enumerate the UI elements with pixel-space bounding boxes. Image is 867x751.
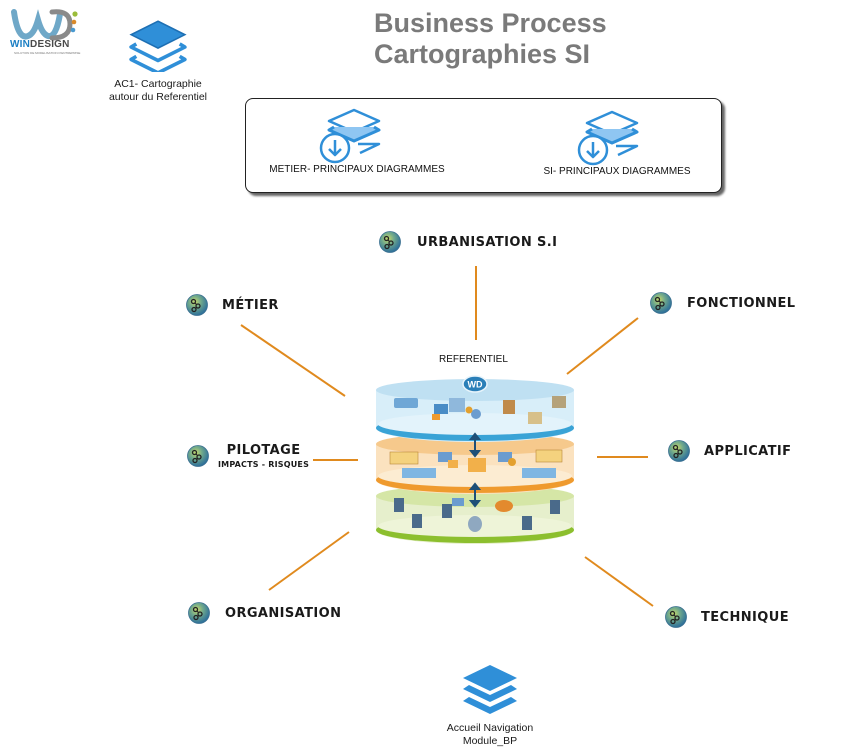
process-nodes-icon (186, 294, 208, 316)
title-line-2: Cartographies SI (374, 39, 591, 69)
referentiel-layer-top (376, 379, 574, 442)
layers-download-icon (318, 108, 384, 164)
windesign-logo-icon (11, 9, 78, 41)
referentiel-arrows (468, 432, 482, 508)
accueil-navigation-link[interactable]: Accueil Navigation Module_BP (430, 662, 550, 748)
node-pilotage-sublabel: IMPACTS - RISQUES (218, 460, 310, 469)
node-pilotage[interactable]: PILOTAGE IMPACTS - RISQUES (187, 443, 309, 469)
ac1-caption-line2: autour du Referentiel (108, 91, 208, 103)
referentiel-icons-middle (389, 449, 563, 478)
connector-fonctionnel (566, 317, 639, 375)
node-fonctionnel-label: FONCTIONNEL (687, 295, 796, 311)
node-applicatif-label: APPLICATIF (704, 443, 792, 459)
node-applicatif[interactable]: APPLICATIF (668, 440, 791, 462)
process-nodes-icon (187, 445, 209, 467)
process-nodes-icon (188, 602, 210, 624)
node-fonctionnel[interactable]: FONCTIONNEL (650, 292, 795, 314)
ac1-cartographie-link[interactable]: AC1- Cartographie autour du Referentiel (98, 18, 218, 104)
metier-diagrams-link[interactable]: METIER- PRINCIPAUX DIAGRAMMES (262, 108, 452, 175)
referentiel-stack-image[interactable]: WD (372, 368, 578, 546)
referentiel-icons-bottom (394, 498, 560, 532)
node-organisation-label: ORGANISATION (225, 605, 342, 621)
layers-download-icon (576, 110, 642, 166)
node-urbanisation-label: URBANISATION S.I (417, 234, 558, 250)
node-metier[interactable]: MÉTIER (186, 294, 279, 316)
title-line-1: Business Process (374, 8, 607, 38)
node-metier-label: MÉTIER (222, 297, 279, 313)
ac1-caption-line1: AC1- Cartographie (114, 78, 202, 90)
windesign-logo (8, 6, 80, 58)
process-nodes-icon (379, 231, 401, 253)
layers-icon (460, 662, 520, 716)
diagrams-panel (245, 98, 722, 193)
connector-metier (240, 324, 346, 397)
process-nodes-icon (668, 440, 690, 462)
connector-technique (584, 556, 654, 607)
si-diagrams-label: SI- PRINCIPAUX DIAGRAMMES (543, 166, 691, 177)
logo-brand-text: WINDESIGN (10, 39, 70, 50)
logo-tagline: SOLUTION DE MODELISATION D'ENTREPRISE (14, 51, 81, 55)
node-pilotage-label: PILOTAGE (226, 443, 301, 458)
referentiel-icons-top (394, 396, 566, 424)
process-nodes-icon (650, 292, 672, 314)
si-diagrams-link[interactable]: SI- PRINCIPAUX DIAGRAMMES (532, 110, 702, 177)
page-title: Business Process Cartographies SI (374, 8, 607, 70)
process-nodes-icon (665, 606, 687, 628)
node-organisation[interactable]: ORGANISATION (188, 602, 341, 624)
home-caption-line2: Module_BP (462, 735, 518, 747)
node-technique[interactable]: TECHNIQUE (665, 606, 789, 628)
home-caption-line1: Accueil Navigation (446, 722, 534, 734)
node-pilotage-text: PILOTAGE IMPACTS - RISQUES (218, 443, 309, 469)
metier-diagrams-label: METIER- PRINCIPAUX DIAGRAMMES (269, 164, 445, 175)
node-technique-label: TECHNIQUE (701, 609, 789, 625)
node-urbanisation[interactable]: URBANISATION S.I (379, 231, 557, 253)
wd-badge (462, 375, 488, 393)
referentiel-label: REFERENTIEL (439, 354, 508, 365)
layers-icon (127, 18, 189, 72)
connector-organisation (268, 531, 350, 591)
wd-badge-text: WD (468, 380, 483, 390)
